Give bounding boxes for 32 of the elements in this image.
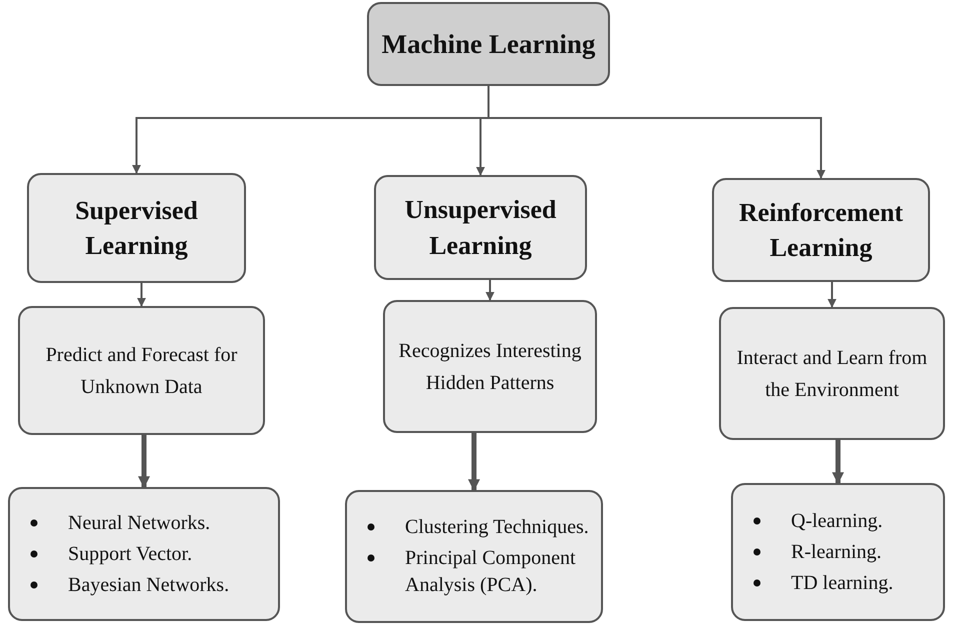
category-box bbox=[374, 175, 587, 280]
list-box bbox=[731, 483, 945, 621]
list-item: Support Vector. bbox=[68, 542, 192, 566]
list-item: R-learning. bbox=[791, 540, 882, 564]
list-item: Principal Component Analysis (PCA). bbox=[405, 546, 577, 598]
list-item: Q-learning. bbox=[791, 508, 883, 534]
list-box bbox=[8, 487, 280, 621]
list-item: Neural Networks. bbox=[68, 510, 210, 536]
category-box bbox=[712, 178, 930, 282]
arrow bbox=[138, 435, 150, 488]
arrow bbox=[832, 440, 844, 484]
list-item: TD learning. bbox=[791, 570, 894, 596]
description: Interact and Learn from the Environment bbox=[736, 346, 928, 402]
description: Recognizes Interesting Hidden Patterns bbox=[398, 338, 582, 396]
description: Predict and Forecast for Unknown Data bbox=[44, 342, 238, 400]
heading: Supervised Learning bbox=[74, 194, 199, 262]
arrow bbox=[828, 282, 836, 308]
arrow bbox=[468, 433, 480, 492]
arrow bbox=[488, 86, 826, 179]
arrow bbox=[486, 280, 494, 301]
heading: Unsupervised Learning bbox=[404, 194, 558, 262]
arrow bbox=[137, 283, 146, 307]
heading: Reinforcement Learning bbox=[738, 196, 904, 264]
list-item: Bayesian Networks. bbox=[68, 572, 230, 598]
category-box bbox=[367, 2, 610, 86]
heading: Machine Learning bbox=[382, 28, 596, 61]
description-box bbox=[383, 300, 597, 433]
list-box bbox=[345, 490, 603, 623]
list-item: Clustering Techniques. bbox=[405, 515, 589, 540]
category-box bbox=[27, 173, 246, 283]
description-box bbox=[719, 307, 945, 440]
description-box bbox=[18, 306, 265, 435]
